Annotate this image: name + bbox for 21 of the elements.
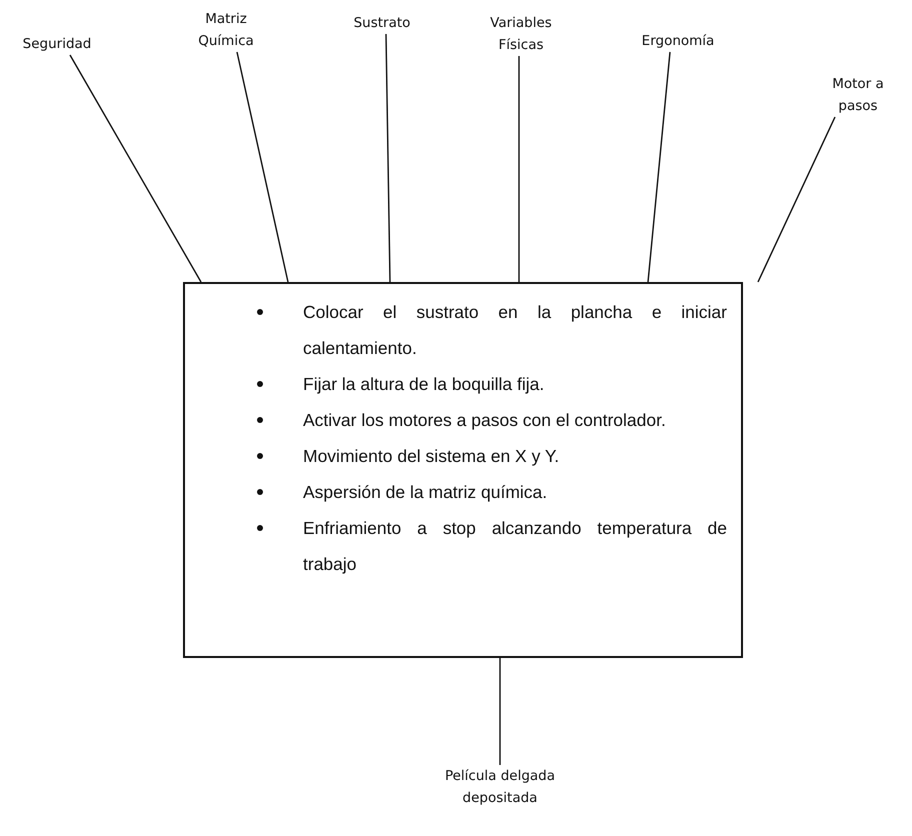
node-label: Ergonomía: [642, 30, 714, 52]
node-label: Matriz Química: [181, 8, 271, 52]
node-label: Variables Físicas: [471, 12, 571, 56]
connector-line: [518, 56, 520, 282]
process-box: [183, 282, 743, 658]
bullet-item: Activar los motores a pasos con el controlador.: [257, 402, 727, 438]
connector-line: [647, 52, 671, 282]
node-label: Seguridad: [22, 33, 92, 55]
connector-line: [236, 52, 289, 282]
node-label: Película delgada depositada: [415, 765, 585, 809]
connector-line: [69, 54, 202, 282]
connector-line: [499, 658, 501, 765]
bullet-item: Aspersión de la matriz química.: [257, 474, 727, 510]
connector-line: [757, 116, 836, 282]
bullet-item: Enfriamiento a stop alcanzando temperatura de trabajo: [257, 510, 727, 582]
bullet-item: Fijar la altura de la boquilla fija.: [257, 366, 727, 402]
bullet-item: Movimiento del sistema en X y Y.: [257, 438, 727, 474]
bullet-item: Colocar el sustrato en la plancha e iniciar calentamiento.: [257, 294, 727, 366]
connector-line: [385, 34, 391, 282]
node-label: Motor a pasos: [831, 73, 885, 117]
node-label: Sustrato: [354, 12, 410, 34]
